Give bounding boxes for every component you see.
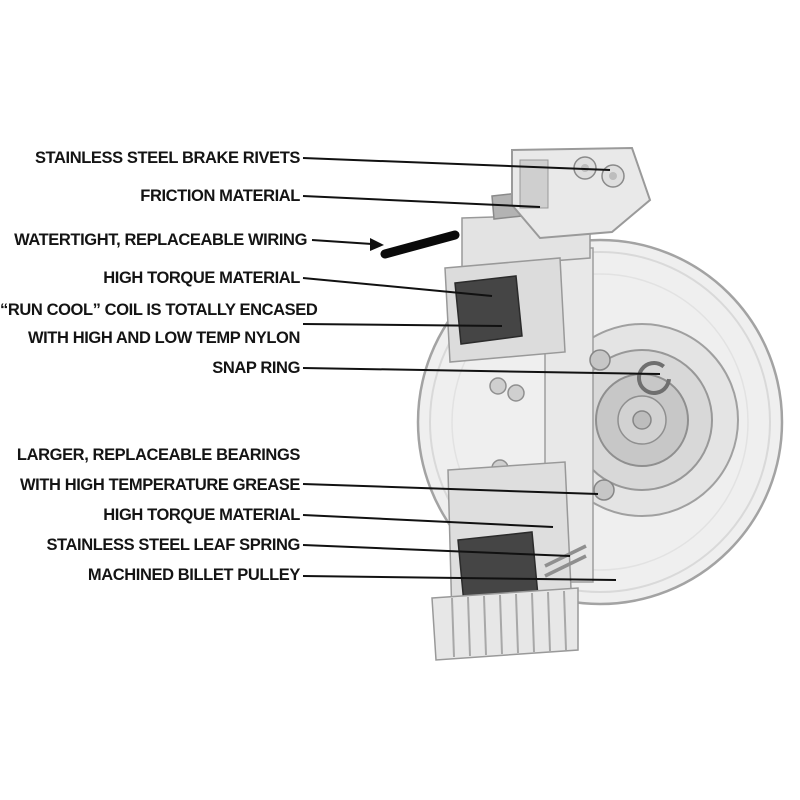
leader-line-high-torque-bottom xyxy=(302,514,554,528)
leader-line-billet-pulley xyxy=(302,575,617,581)
pin-upper-2 xyxy=(507,384,525,402)
pin-upper xyxy=(489,377,507,395)
bearing-lower xyxy=(593,479,615,501)
label-friction-material: FRICTION MATERIAL xyxy=(140,187,300,205)
label-machined-billet-pulley: MACHINED BILLET PULLEY xyxy=(87,566,301,584)
leader-line-friction-material xyxy=(302,195,541,208)
label-stainless-steel-brake-rivets: STAINLESS STEEL BRAKE RIVETS xyxy=(34,149,300,167)
label-watertight-replaceable-wiring: WATERTIGHT, REPLACEABLE WIRING xyxy=(14,231,307,249)
coil-upper xyxy=(454,275,523,345)
leader-line-coil xyxy=(302,323,503,327)
brake-rivet-2-center xyxy=(609,172,617,180)
label-high-temperature-grease: WITH HIGH TEMPERATURE GREASE xyxy=(20,476,300,494)
leader-line-brake-rivets xyxy=(302,157,611,171)
label-run-cool-coil-line1: “RUN COOL” COIL IS TOTALLY ENCASED xyxy=(0,301,318,319)
label-run-cool-coil-line2: WITH HIGH AND LOW TEMP NYLON xyxy=(27,329,300,347)
leader-line-bearings xyxy=(302,483,599,495)
leader-lines xyxy=(302,157,661,581)
bearing-upper xyxy=(589,349,611,371)
leader-line-wiring xyxy=(311,239,373,245)
pulley-grooves xyxy=(431,587,579,661)
label-high-torque-material-top: HIGH TORQUE MATERIAL xyxy=(103,269,300,287)
leader-line-high-torque-top xyxy=(302,277,493,297)
wiring-arrowhead-icon xyxy=(370,238,384,251)
snap-ring-part xyxy=(637,361,671,395)
label-high-torque-material-bottom: HIGH TORQUE MATERIAL xyxy=(103,506,300,524)
wire xyxy=(380,230,460,259)
label-snap-ring: SNAP RING xyxy=(212,359,300,377)
leader-line-leaf-spring xyxy=(302,544,571,557)
label-larger-replaceable-bearings: LARGER, REPLACEABLE BEARINGS xyxy=(16,446,300,464)
brake-bracket xyxy=(511,146,652,240)
leader-line-snap-ring xyxy=(302,367,661,375)
label-stainless-steel-leaf-spring: STAINLESS STEEL LEAF SPRING xyxy=(46,536,300,554)
